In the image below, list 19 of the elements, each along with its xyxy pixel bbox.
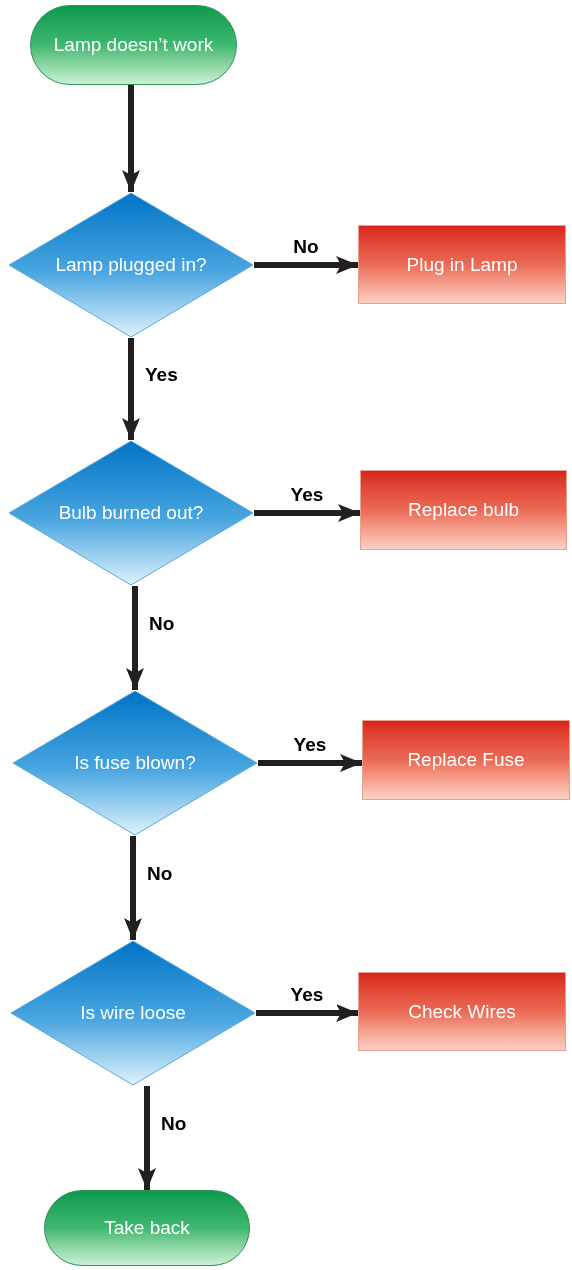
arrow (126, 586, 144, 690)
decision-diamond: Lamp plugged in? (8, 192, 254, 338)
action-box: Check Wires (358, 972, 566, 1051)
arrow (254, 504, 360, 522)
arrow (258, 754, 362, 772)
action-box: Replace bulb (360, 470, 567, 550)
decision-diamond: Is fuse blown? (12, 690, 258, 836)
arrow (122, 85, 140, 192)
arrow (122, 338, 140, 440)
action-box: Plug in Lamp (358, 225, 566, 304)
arrow (256, 1004, 358, 1022)
arrow (138, 1086, 156, 1190)
action-box: Replace Fuse (362, 720, 570, 800)
terminal-pill: Take back (44, 1190, 250, 1266)
decision-diamond: Bulb burned out? (8, 440, 254, 586)
terminal-pill: Lamp doesn’t work (30, 5, 237, 85)
arrow (124, 836, 142, 940)
decision-diamond: Is wire loose (10, 940, 256, 1086)
arrow (254, 256, 358, 274)
